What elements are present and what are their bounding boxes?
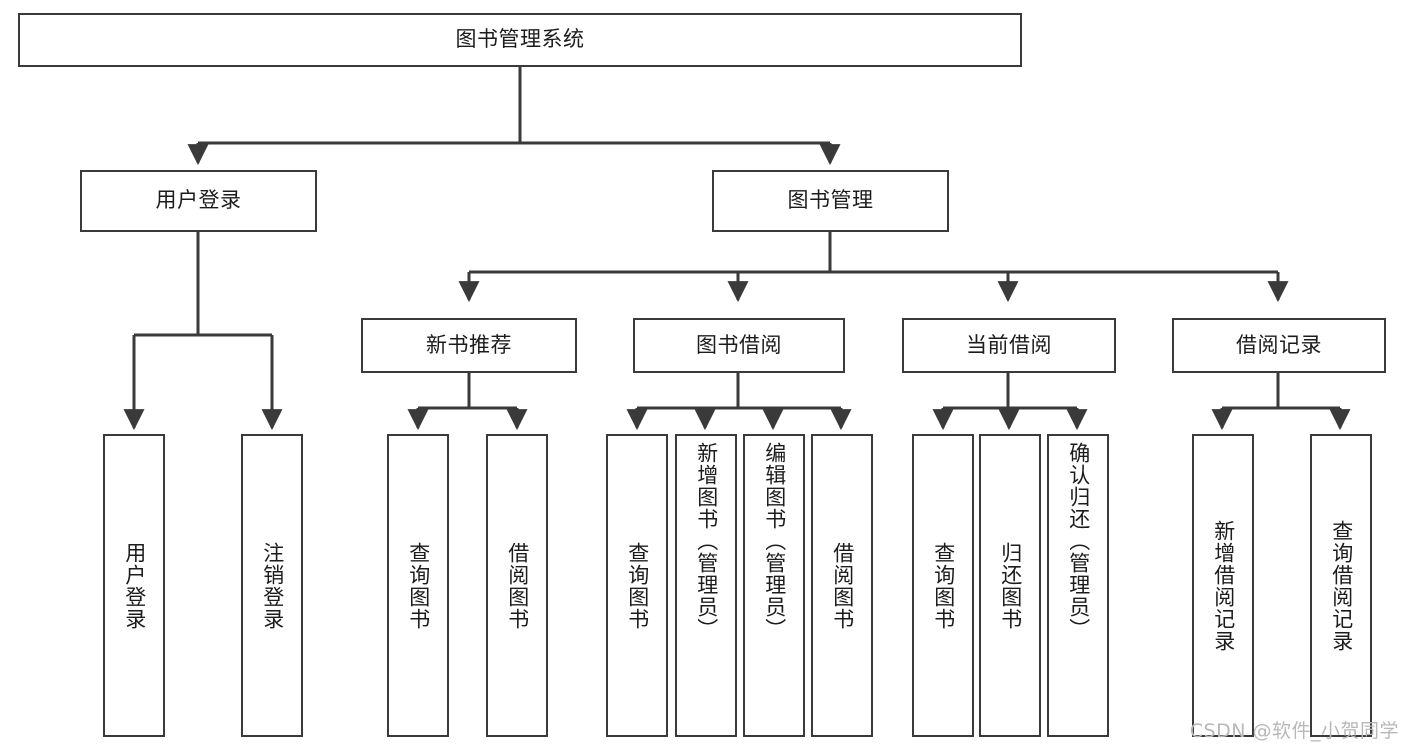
node-borrow-record-label: 借阅记录 [1236, 332, 1322, 357]
node-leaf-query-book-1-label: 查询图书 [406, 541, 431, 630]
node-book-management[interactable]: 图书管理 [712, 170, 949, 232]
node-current-borrow[interactable]: 当前借阅 [902, 318, 1116, 373]
node-leaf-user-login-label: 用户登录 [122, 541, 147, 630]
node-book-borrow[interactable]: 图书借阅 [633, 318, 845, 373]
csdn-watermark: CSDN @软件_小贺同学 [1189, 720, 1399, 742]
node-leaf-add-record[interactable]: 新增借阅记录 [1192, 434, 1254, 737]
node-borrow-record[interactable]: 借阅记录 [1172, 318, 1386, 373]
node-leaf-query-book-1[interactable]: 查询图书 [387, 434, 449, 737]
node-root-label: 图书管理系统 [455, 27, 585, 52]
node-root[interactable]: 图书管理系统 [18, 13, 1022, 67]
node-new-book-recommend-label: 新书推荐 [426, 332, 512, 357]
node-leaf-borrow-book-1-label: 借阅图书 [505, 541, 530, 630]
node-book-borrow-label: 图书借阅 [696, 332, 782, 357]
node-leaf-query-book-2[interactable]: 查询图书 [606, 434, 668, 737]
node-user-login[interactable]: 用户登录 [80, 170, 317, 232]
node-leaf-add-book-label: 新增图书（管理员） [694, 442, 719, 640]
node-leaf-confirm-return[interactable]: 确认归还（管理员） [1047, 434, 1109, 737]
node-leaf-logout-label: 注销登录 [260, 541, 285, 630]
node-leaf-edit-book[interactable]: 编辑图书（管理员） [743, 434, 805, 737]
node-leaf-query-record[interactable]: 查询借阅记录 [1310, 434, 1372, 737]
node-leaf-logout[interactable]: 注销登录 [241, 434, 303, 737]
node-leaf-borrow-book-1[interactable]: 借阅图书 [486, 434, 548, 737]
node-leaf-query-book-3-label: 查询图书 [931, 541, 956, 630]
node-user-login-label: 用户登录 [155, 188, 242, 213]
node-leaf-return-book-label: 归还图书 [998, 541, 1023, 630]
node-leaf-borrow-book-2[interactable]: 借阅图书 [811, 434, 873, 737]
node-leaf-add-book[interactable]: 新增图书（管理员） [675, 434, 737, 737]
node-leaf-user-login[interactable]: 用户登录 [103, 434, 165, 737]
node-leaf-return-book[interactable]: 归还图书 [979, 434, 1041, 737]
node-leaf-confirm-return-label: 确认归还（管理员） [1066, 442, 1091, 640]
node-leaf-edit-book-label: 编辑图书（管理员） [762, 442, 787, 640]
node-leaf-add-record-label: 新增借阅记录 [1211, 519, 1236, 652]
node-leaf-query-book-3[interactable]: 查询图书 [912, 434, 974, 737]
node-leaf-borrow-book-2-label: 借阅图书 [830, 541, 855, 630]
node-new-book-recommend[interactable]: 新书推荐 [361, 318, 577, 373]
node-book-management-label: 图书管理 [787, 188, 874, 213]
node-current-borrow-label: 当前借阅 [966, 332, 1052, 357]
node-leaf-query-book-2-label: 查询图书 [625, 541, 650, 630]
node-leaf-query-record-label: 查询借阅记录 [1329, 519, 1354, 652]
